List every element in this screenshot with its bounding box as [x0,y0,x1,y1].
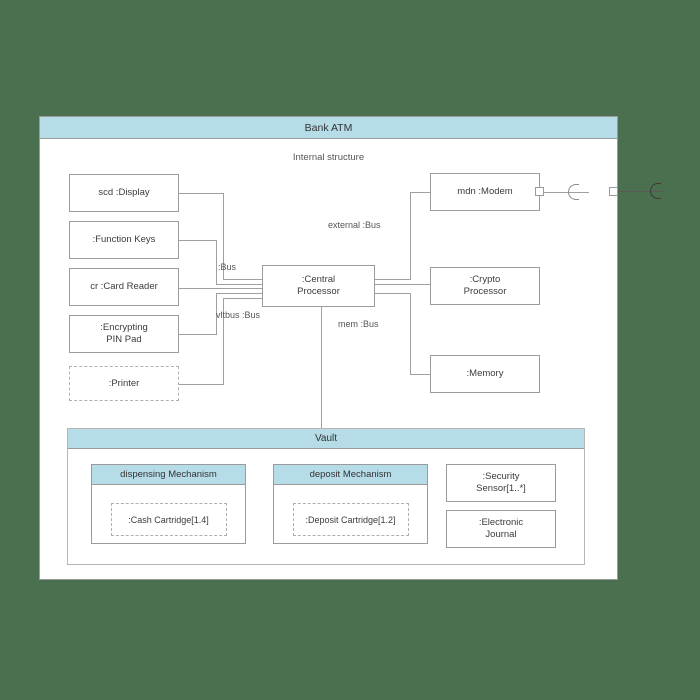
part-printer[interactable]: :Printer [69,366,179,401]
required-interface-socket-inner [568,184,579,200]
bank-atm-title: Bank ATM [40,117,617,139]
part-security-sensor[interactable]: :Security Sensor[1..*] [446,464,556,502]
modem-port[interactable] [535,187,544,196]
connector-label-vltbus: vltbus :Bus [216,310,261,320]
part-electronic-journal[interactable]: :Electronic Journal [446,510,556,548]
connector-function-keys-riser [216,240,217,285]
modem-interface-line [544,192,589,193]
part-display[interactable]: scd :Display [69,174,179,212]
part-memory[interactable]: :Memory [430,355,540,393]
deposit-cartridge[interactable]: :Deposit Cartridge[1.2] [292,503,409,536]
connector-external-to-modem [410,192,430,193]
connector-cpu-to-vault [321,307,322,429]
part-encrypting-pin-pad[interactable]: :Encrypting PIN Pad [69,315,179,353]
connector-pin-pad-to-cpu [216,293,263,294]
connector-card-reader-to-cpu [179,288,263,289]
deposit-mechanism[interactable]: deposit Mechanism :Deposit Cartridge[1.2… [273,464,428,544]
connector-function-keys-segment [179,240,217,241]
connector-display-segment [179,193,224,194]
connector-display-riser [223,193,224,280]
connector-printer-segment [179,384,224,385]
deposit-mechanism-title: deposit Mechanism [274,465,427,485]
internal-structure-caption: Internal structure [292,152,365,163]
connector-mem-riser [410,293,411,374]
dispensing-mechanism-title: dispensing Mechanism [92,465,245,485]
deposit-mechanism-body: :Deposit Cartridge[1.2] [274,485,427,543]
connector-pin-pad-segment [179,334,217,335]
cash-cartridge[interactable]: :Cash Cartridge[1.4] [110,503,227,536]
vault-panel: Vault dispensing Mechanism :Cash Cartrid… [67,428,585,565]
connector-cpu-external-segment [375,279,411,280]
vault-title: Vault [68,429,584,449]
part-card-reader[interactable]: cr :Card Reader [69,268,179,306]
part-crypto-processor[interactable]: :Crypto Processor [430,267,540,305]
connector-mem-to-memory [410,374,430,375]
dispensing-mechanism-body: :Cash Cartridge[1.4] [92,485,245,543]
connector-label-external-bus: external :Bus [328,220,381,230]
connector-display-to-cpu [223,279,263,280]
connector-cpu-to-crypto [375,284,430,285]
external-interface-line [618,191,663,192]
part-function-keys[interactable]: :Function Keys [69,221,179,259]
connector-label-bus: :Bus [218,262,237,272]
connector-printer-riser [223,298,224,385]
bank-atm-boundary-port[interactable] [609,187,618,196]
connector-printer-to-cpu [223,298,263,299]
connector-function-keys-to-cpu [216,284,263,285]
dispensing-mechanism[interactable]: dispensing Mechanism :Cash Cartridge[1.4… [91,464,246,544]
connector-external-riser [410,192,411,280]
required-interface-socket-outer [650,183,661,199]
part-central-processor[interactable]: :Central Processor [262,265,375,307]
connector-label-mem-bus: mem :Bus [338,319,379,329]
connector-cpu-mem-segment [375,293,411,294]
part-modem[interactable]: mdn :Modem [430,173,540,211]
connector-pin-pad-riser [216,293,217,335]
